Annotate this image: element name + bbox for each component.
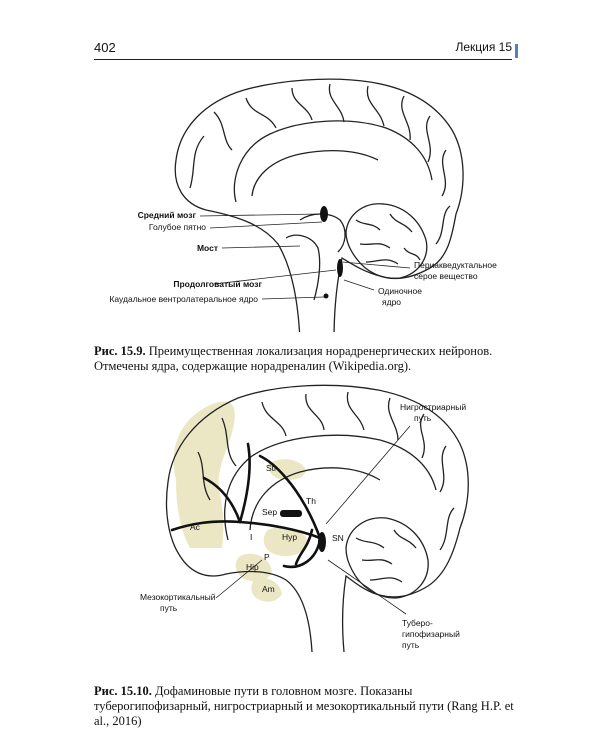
abbr-hip: Hip — [246, 562, 259, 572]
caption-label: Рис. 15.9. — [94, 344, 146, 358]
label-nigrostriatal-2: путь — [414, 413, 432, 423]
caption-text: Преимущественная локализация норадренерг… — [94, 344, 493, 373]
label-tubero-3: путь — [402, 640, 420, 650]
label-tubero-1: Туберо- — [402, 618, 433, 628]
caption-label: Рис. 15.10. — [94, 684, 152, 698]
abbr-hyp: Hyp — [282, 532, 297, 542]
label-tubero-2: гипофизарный — [402, 629, 460, 639]
abbr-i: I — [250, 532, 252, 542]
caption-text: Дофаминовые пути в головном мозге. Показ… — [94, 684, 514, 728]
leader-lines-2 — [215, 425, 411, 615]
header-rule — [94, 59, 512, 60]
abbr-ac: Ac — [190, 522, 201, 532]
abbr-str: Str — [266, 463, 277, 473]
abbr-sn: SN — [332, 533, 344, 543]
label-periaqueductal-2: серое вещество — [414, 271, 478, 281]
figure-15-9: Средний мозг Голубое пятно Мост Продолго… — [109, 78, 497, 332]
abbr-am: Am — [262, 584, 275, 594]
page-header: 402 Лекция 15 — [94, 40, 518, 60]
abbr-p: P — [264, 552, 270, 562]
label-solitary-2: ядро — [382, 297, 401, 307]
page-number: 402 — [94, 40, 116, 55]
figure-15-10: Нигростриарный путь Мезокортикальный пут… — [140, 384, 469, 653]
label-medulla: Продолговатый мозг — [173, 279, 262, 289]
header-tab — [515, 44, 518, 58]
label-locus-coeruleus: Голубое пятно — [149, 222, 206, 232]
label-caudal-ventrolateral: Каудальное вентролатеральное ядро — [109, 294, 258, 304]
label-mesocortical-2: путь — [160, 603, 178, 613]
label-pons: Мост — [197, 243, 218, 253]
label-midbrain: Средний мозг — [138, 210, 197, 220]
label-solitary-1: Одиночное — [378, 286, 422, 296]
brain-outline-2 — [165, 384, 469, 653]
abbr-sep: Sep — [262, 507, 277, 517]
caption-15-10: Рис. 15.10. Дофаминовые пути в головном … — [94, 684, 524, 729]
running-title: Лекция 15 — [455, 40, 512, 54]
caption-15-9: Рис. 15.9. Преимущественная локализация … — [94, 344, 524, 374]
dopamine-nuclei — [280, 510, 326, 552]
label-periaqueductal-1: Периакведуктальное — [414, 260, 497, 270]
abbr-th: Th — [306, 496, 316, 506]
leader-lines-1 — [199, 213, 411, 300]
noradrenergic-nuclei — [320, 206, 343, 299]
brain-outline-1 — [174, 78, 464, 332]
label-mesocortical-1: Мезокортикальный — [140, 592, 216, 602]
label-nigrostriatal-1: Нигростриарный — [400, 402, 466, 412]
